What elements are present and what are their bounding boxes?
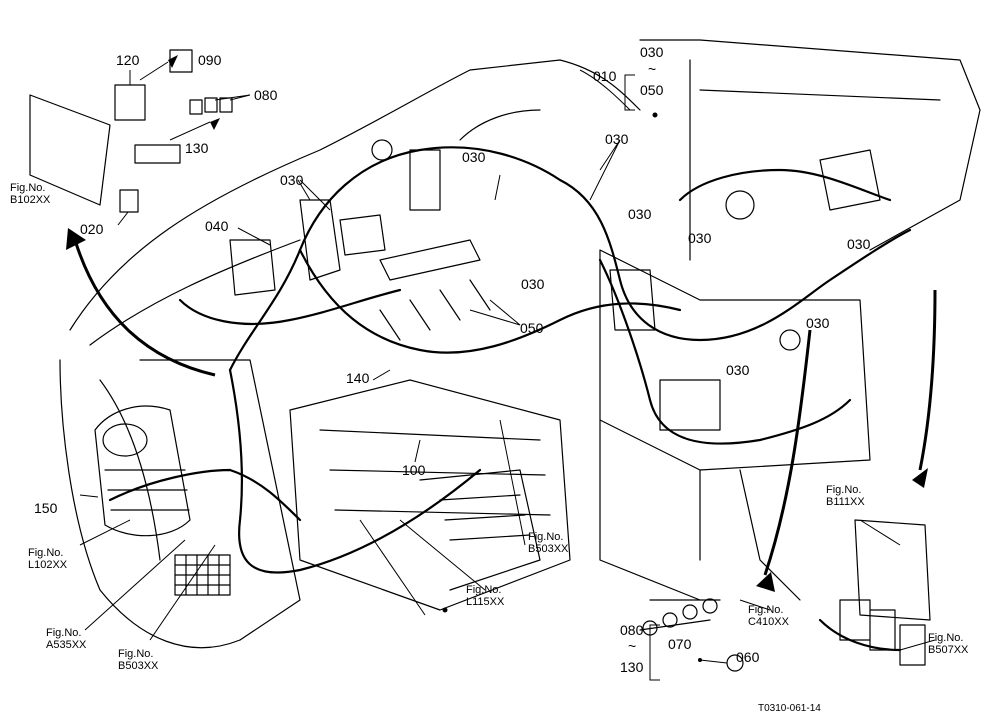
callout-080: 080 [254, 87, 278, 103]
fig-ref-b507: Fig.No.B507XX [928, 632, 969, 656]
fig-ref-a535: Fig.No.A535XX [46, 627, 87, 651]
callout-040: 040 [205, 218, 229, 234]
callout-030: 030 [521, 276, 545, 292]
engine-block [289, 379, 571, 611]
main-harness [228, 146, 912, 372]
arrow-to-b111 [918, 289, 937, 471]
relay-panel [819, 149, 881, 211]
callout-020: 020 [80, 221, 104, 237]
relay-module [854, 519, 931, 621]
front-grille [94, 405, 191, 537]
range-bottom-130: 130 [620, 659, 644, 675]
fig-ref-b503-left: Fig.No.B503XX [118, 648, 159, 672]
callout-030: 030 [628, 206, 652, 222]
callout-130: 130 [185, 140, 209, 156]
cab-frame [599, 249, 871, 471]
fig-ref-l102: Fig.No.L102XX [28, 547, 68, 571]
range-bottom-050: 050 [640, 82, 664, 98]
callout-030: 030 [847, 236, 871, 252]
callout-050: 050 [520, 320, 544, 336]
fig-ref-l115: Fig.No.L115XX [466, 584, 505, 608]
callout-030: 030 [605, 131, 629, 147]
callout-030: 030 [462, 149, 486, 165]
fig-ref-c410: Fig.No.C410XX [748, 604, 789, 628]
callout-030: 030 [806, 315, 830, 331]
callout-150: 150 [34, 500, 58, 516]
range-tilde: ~ [628, 638, 637, 654]
fig-ref-b111: Fig.No.B111XX [826, 484, 865, 508]
callout-060: 060 [736, 649, 760, 665]
fuse-box [29, 94, 111, 206]
fuel-pump [409, 149, 441, 211]
range-tilde: ~ [648, 61, 657, 77]
callout-100: 100 [402, 462, 426, 478]
callout-010: 010 [593, 68, 617, 84]
callout-030: 030 [280, 172, 304, 188]
callout-120: 120 [116, 52, 140, 68]
callout-140: 140 [346, 370, 370, 386]
range-top-080: 080 [620, 622, 644, 638]
fig-ref-b503-center: Fig.No.B503XX [528, 531, 569, 555]
arrow-to-fuse-box [73, 239, 216, 377]
callout-090: 090 [198, 52, 222, 68]
callout-030: 030 [726, 362, 750, 378]
range-top-030: 030 [640, 44, 664, 60]
fig-ref-b102: Fig.No.B102XX [10, 182, 51, 206]
arrow-to-c410 [763, 329, 812, 576]
hood-outline [69, 59, 641, 331]
drawing-code: T0310-061-14 [758, 703, 821, 714]
callout-070: 070 [668, 636, 692, 652]
callout-030: 030 [688, 230, 712, 246]
